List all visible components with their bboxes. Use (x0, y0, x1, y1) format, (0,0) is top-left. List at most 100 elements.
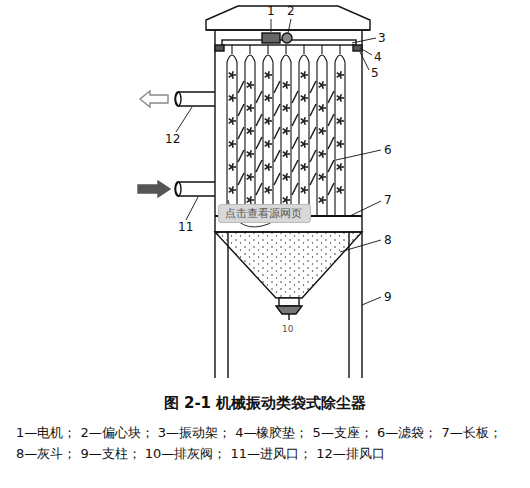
dust-clump (319, 104, 326, 112)
callout-number: 5 (371, 66, 379, 80)
bag-hanger (339, 45, 340, 54)
dust-clump (337, 117, 344, 125)
flow-mark (328, 114, 334, 126)
dust-clump (265, 117, 272, 125)
dust-clump (301, 186, 308, 194)
dust-clump (247, 81, 254, 89)
flow-mark (274, 104, 280, 116)
dust-clump (247, 150, 254, 158)
dust-clump (301, 140, 308, 148)
dust-clump (229, 94, 236, 102)
flow-mark (256, 114, 262, 126)
flow-mark (238, 127, 244, 139)
watermark-text: 点击查看源网页 (219, 205, 310, 222)
flow-mark (256, 91, 262, 103)
dust-clump (265, 163, 272, 171)
callout-number: 7 (384, 193, 392, 207)
filter-bag (227, 55, 237, 216)
dust-clump (265, 71, 272, 79)
dust-clump (229, 117, 236, 125)
bag-hanger (249, 45, 250, 54)
flow-mark (274, 173, 280, 185)
dust-clump (229, 186, 236, 194)
dust-clump (283, 81, 290, 89)
dust-clump (283, 150, 290, 158)
dust-clump (283, 104, 290, 112)
flow-mark (310, 104, 316, 116)
dust-clump (337, 71, 344, 79)
callout-number: 11 (178, 220, 193, 234)
dust-clump (265, 186, 272, 194)
dust-clump (247, 127, 254, 135)
bag-hanger (231, 45, 232, 54)
flow-mark (310, 81, 316, 93)
dust-clump (319, 196, 326, 204)
dust-clump (301, 163, 308, 171)
callout-number: 9 (384, 290, 392, 304)
flow-mark (310, 150, 316, 162)
flow-mark (274, 81, 280, 93)
flow-mark (328, 160, 334, 172)
dust-clump (265, 94, 272, 102)
bag-hanger (303, 45, 304, 54)
flow-mark (256, 137, 262, 149)
flow-mark (292, 183, 298, 195)
bag-hanger (285, 45, 286, 54)
callout-number: 12 (165, 132, 180, 146)
flow-mark (328, 183, 334, 195)
dust-clump (247, 173, 254, 181)
dust-clump (301, 71, 308, 79)
dust-clump (247, 104, 254, 112)
dust-clump (229, 163, 236, 171)
dust-clump (283, 127, 290, 135)
dust-clump (337, 186, 344, 194)
callout-number: 10 (282, 322, 293, 336)
watermark-box: 点击查看源网页 (218, 204, 311, 223)
flow-mark (274, 127, 280, 139)
dust-clump (283, 196, 290, 204)
flow-mark (238, 173, 244, 185)
bag-hanger (267, 45, 268, 54)
dust-clump (283, 173, 290, 181)
flow-mark (238, 150, 244, 162)
callout-number: 1 (267, 4, 275, 18)
filter-bag (263, 55, 273, 216)
filter-bag (317, 55, 327, 216)
filter-bag (245, 55, 255, 216)
figure-caption: 图 2-1 机械振动类袋式除尘器 (164, 394, 367, 413)
flow-mark (328, 91, 334, 103)
filter-bag (299, 55, 309, 216)
dust-clump (337, 163, 344, 171)
dust-clump (301, 94, 308, 102)
dust-clump (319, 127, 326, 135)
callout-number: 6 (384, 143, 392, 157)
dust-clump (301, 117, 308, 125)
flow-mark (310, 127, 316, 139)
filter-bag (281, 55, 291, 216)
flow-mark (238, 81, 244, 93)
filter-bag (335, 55, 345, 216)
dust-clump (247, 196, 254, 204)
callout-number: 3 (378, 31, 386, 45)
flow-mark (256, 183, 262, 195)
dust-clump (319, 81, 326, 89)
dust-clump (337, 94, 344, 102)
callout-number: 4 (374, 50, 382, 64)
callout-number: 2 (287, 4, 295, 18)
callout-number: 8 (384, 233, 392, 247)
flow-mark (256, 160, 262, 172)
flow-mark (310, 173, 316, 185)
dust-clump (265, 140, 272, 148)
dust-clump (319, 150, 326, 158)
parts-list: 1—电机； 2—偏心块； 3—振动架； 4—橡胶垫； 5—支座； 6—滤袋； 7… (16, 422, 514, 464)
flow-mark (274, 150, 280, 162)
dust-clump (337, 140, 344, 148)
dust-clump (229, 71, 236, 79)
dust-clump (319, 173, 326, 181)
flow-mark (292, 160, 298, 172)
flow-mark (238, 104, 244, 116)
dust-clump (229, 140, 236, 148)
flow-mark (328, 137, 334, 149)
flow-mark (292, 114, 298, 126)
